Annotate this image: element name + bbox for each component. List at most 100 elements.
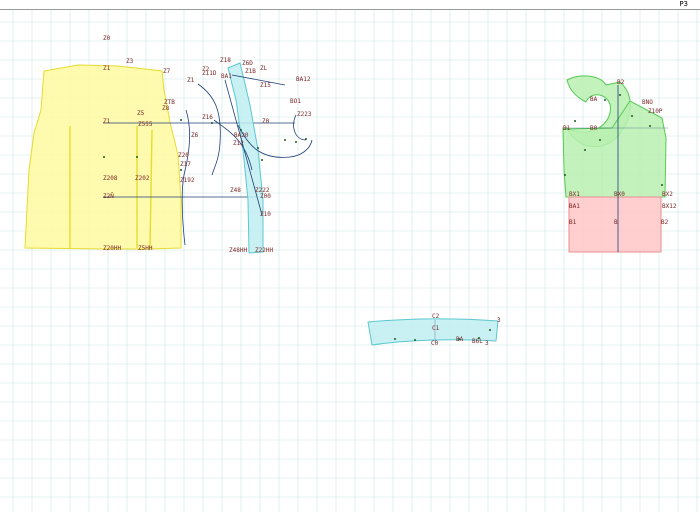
point-label: Z1 (187, 77, 195, 84)
point-label: BX12 (662, 203, 677, 210)
point-label: B2 (617, 79, 625, 86)
point-label: Z00 (260, 193, 271, 200)
point-label: Z7 (163, 68, 171, 75)
construction-point[interactable] (261, 159, 263, 161)
construction-points (103, 94, 663, 341)
point-label: Z20 (178, 152, 189, 159)
point-label: BO1 (290, 98, 301, 105)
point-label: BA (590, 96, 598, 103)
point-label: Z6 (191, 132, 199, 139)
construction-point[interactable] (631, 115, 633, 117)
point-label: C2 (432, 313, 440, 320)
point-label: Z12 (233, 140, 244, 147)
cuff-piece[interactable] (367, 318, 499, 346)
construction-point[interactable] (414, 339, 416, 341)
point-label: ZL (260, 65, 268, 72)
construction-point[interactable] (604, 99, 606, 101)
point-label: Z5HH (138, 245, 153, 252)
point-label: BX1 (569, 191, 580, 198)
point-label: Z0 (262, 118, 270, 125)
point-label: C0 (431, 340, 439, 347)
point-label: Z10P (648, 108, 663, 115)
construction-line (231, 74, 286, 86)
point-label: Z48 (230, 187, 241, 194)
point-label: Z22HH (255, 247, 273, 254)
point-label: Z8 (162, 105, 170, 112)
construction-point[interactable] (180, 169, 182, 171)
construction-point[interactable] (257, 147, 259, 149)
armhole-curve (181, 109, 191, 246)
point-label: Z15 (260, 82, 271, 89)
construction-point[interactable] (284, 139, 286, 141)
point-label: Z5 (137, 110, 145, 117)
point-label: Z1 (103, 65, 111, 72)
point-label: Z10 (260, 211, 271, 218)
point-label: Z202 (135, 175, 150, 182)
point-label: Z6D (242, 60, 253, 67)
point-label: Z208 (103, 175, 118, 182)
point-label: Z222 (255, 187, 270, 194)
point-label: BX0 (614, 191, 625, 198)
hood-band-shape[interactable] (568, 196, 662, 253)
construction-line (224, 79, 263, 216)
point-label: BX2 (662, 191, 673, 198)
neck-curve (293, 114, 307, 141)
construction-curves (181, 74, 313, 246)
construction-point[interactable] (584, 149, 586, 151)
construction-point[interactable] (458, 338, 460, 340)
point-label: Z555 (138, 121, 153, 128)
point-label: Z11D (202, 70, 217, 77)
construction-point[interactable] (564, 174, 566, 176)
point-label: BNO (642, 99, 653, 106)
construction-point[interactable] (661, 184, 663, 186)
construction-point[interactable] (599, 139, 601, 141)
construction-point[interactable] (649, 125, 651, 127)
point-label: Z2 (202, 66, 210, 73)
page-indicator[interactable]: P3 (679, 0, 688, 8)
point-label: B6L (472, 338, 483, 345)
construction-point[interactable] (103, 156, 105, 158)
point-label: 3 (485, 340, 489, 347)
point-label: B0 (590, 125, 598, 132)
construction-point[interactable] (478, 337, 480, 339)
front-dart-line (149, 129, 153, 249)
point-label: Z17 (180, 161, 191, 168)
point-label: ZTB (164, 99, 175, 106)
armhole-curve (213, 119, 253, 171)
point-label: 3 (497, 317, 501, 324)
point-label: Z48HH (229, 247, 247, 254)
point-label: Z20HH (103, 245, 121, 252)
point-label: BA1 (569, 203, 580, 210)
construction-point[interactable] (180, 119, 182, 121)
construction-point[interactable] (136, 156, 138, 158)
sleeve-strip-shape[interactable] (227, 62, 264, 254)
point-label: Z223 (297, 111, 312, 118)
point-label: C1 (432, 325, 440, 332)
construction-point[interactable] (295, 141, 297, 143)
point-label: Z0 (103, 35, 111, 42)
construction-point[interactable] (305, 138, 307, 140)
point-label: B1 (569, 219, 577, 226)
point-label: Z1 (103, 118, 111, 125)
point-label: Z18 (220, 57, 231, 64)
construction-point[interactable] (574, 120, 576, 122)
construction-point[interactable] (240, 129, 242, 131)
construction-point[interactable] (394, 338, 396, 340)
hood-piece[interactable] (562, 75, 668, 253)
cuff-shape[interactable] (367, 318, 499, 346)
construction-point[interactable] (211, 122, 213, 124)
point-label: B (614, 219, 618, 226)
point-label: B1 (563, 125, 571, 132)
point-label: Z192 (180, 177, 195, 184)
top-toolbar: P3 (0, 0, 700, 10)
construction-point[interactable] (619, 94, 621, 96)
point-label: Z3 (126, 58, 134, 65)
construction-point[interactable] (489, 329, 491, 331)
sleeve-strip-piece[interactable] (227, 62, 264, 254)
point-label: Z16 (202, 114, 213, 121)
point-label: BA20 (234, 132, 249, 139)
